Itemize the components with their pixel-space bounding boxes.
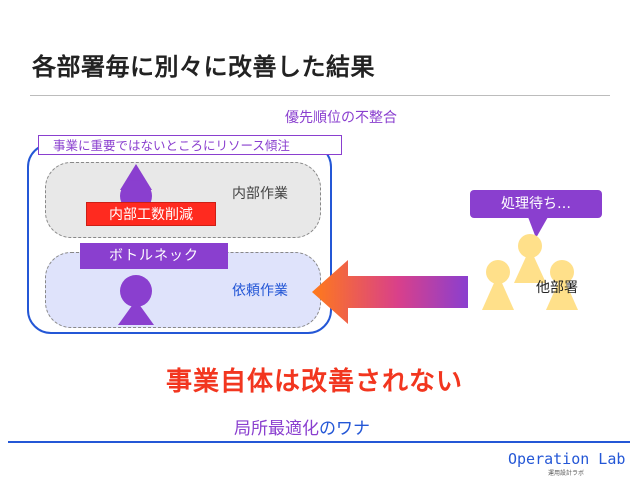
subtitle-rest: のワナ: [319, 419, 370, 439]
slide-title: 各部署毎に別々に改善した結果: [32, 53, 375, 81]
bottleneck-label: ボトルネック: [80, 243, 228, 269]
other-dept-label: 他部署: [536, 280, 578, 296]
internal-cut-label: 内部工数削減: [86, 202, 216, 226]
request-worker-icon: [118, 275, 154, 325]
brand-subtitle: 運用設計ラボ: [548, 470, 585, 477]
request-arrow-icon: [312, 260, 468, 324]
other-dept-people-icon: [482, 234, 578, 310]
subtitle-highlight: 局所最適化: [234, 419, 319, 439]
footer-divider: [8, 441, 630, 443]
internal-work-label: 内部作業: [232, 186, 288, 202]
subtitle: 局所最適化のワナ: [234, 414, 370, 439]
resource-note: 事業に重要ではないところにリソース傾注: [38, 135, 342, 155]
speech-bubble-tail: [528, 217, 548, 238]
waiting-bubble: 処理待ち…: [470, 190, 602, 218]
priority-mismatch-label: 優先順位の不整合: [285, 110, 397, 126]
conclusion-text: 事業自体は改善されない: [166, 367, 464, 397]
title-divider: [30, 95, 610, 96]
request-work-label: 依頼作業: [232, 283, 288, 299]
brand-logo-text: Operation Lab: [508, 450, 626, 468]
